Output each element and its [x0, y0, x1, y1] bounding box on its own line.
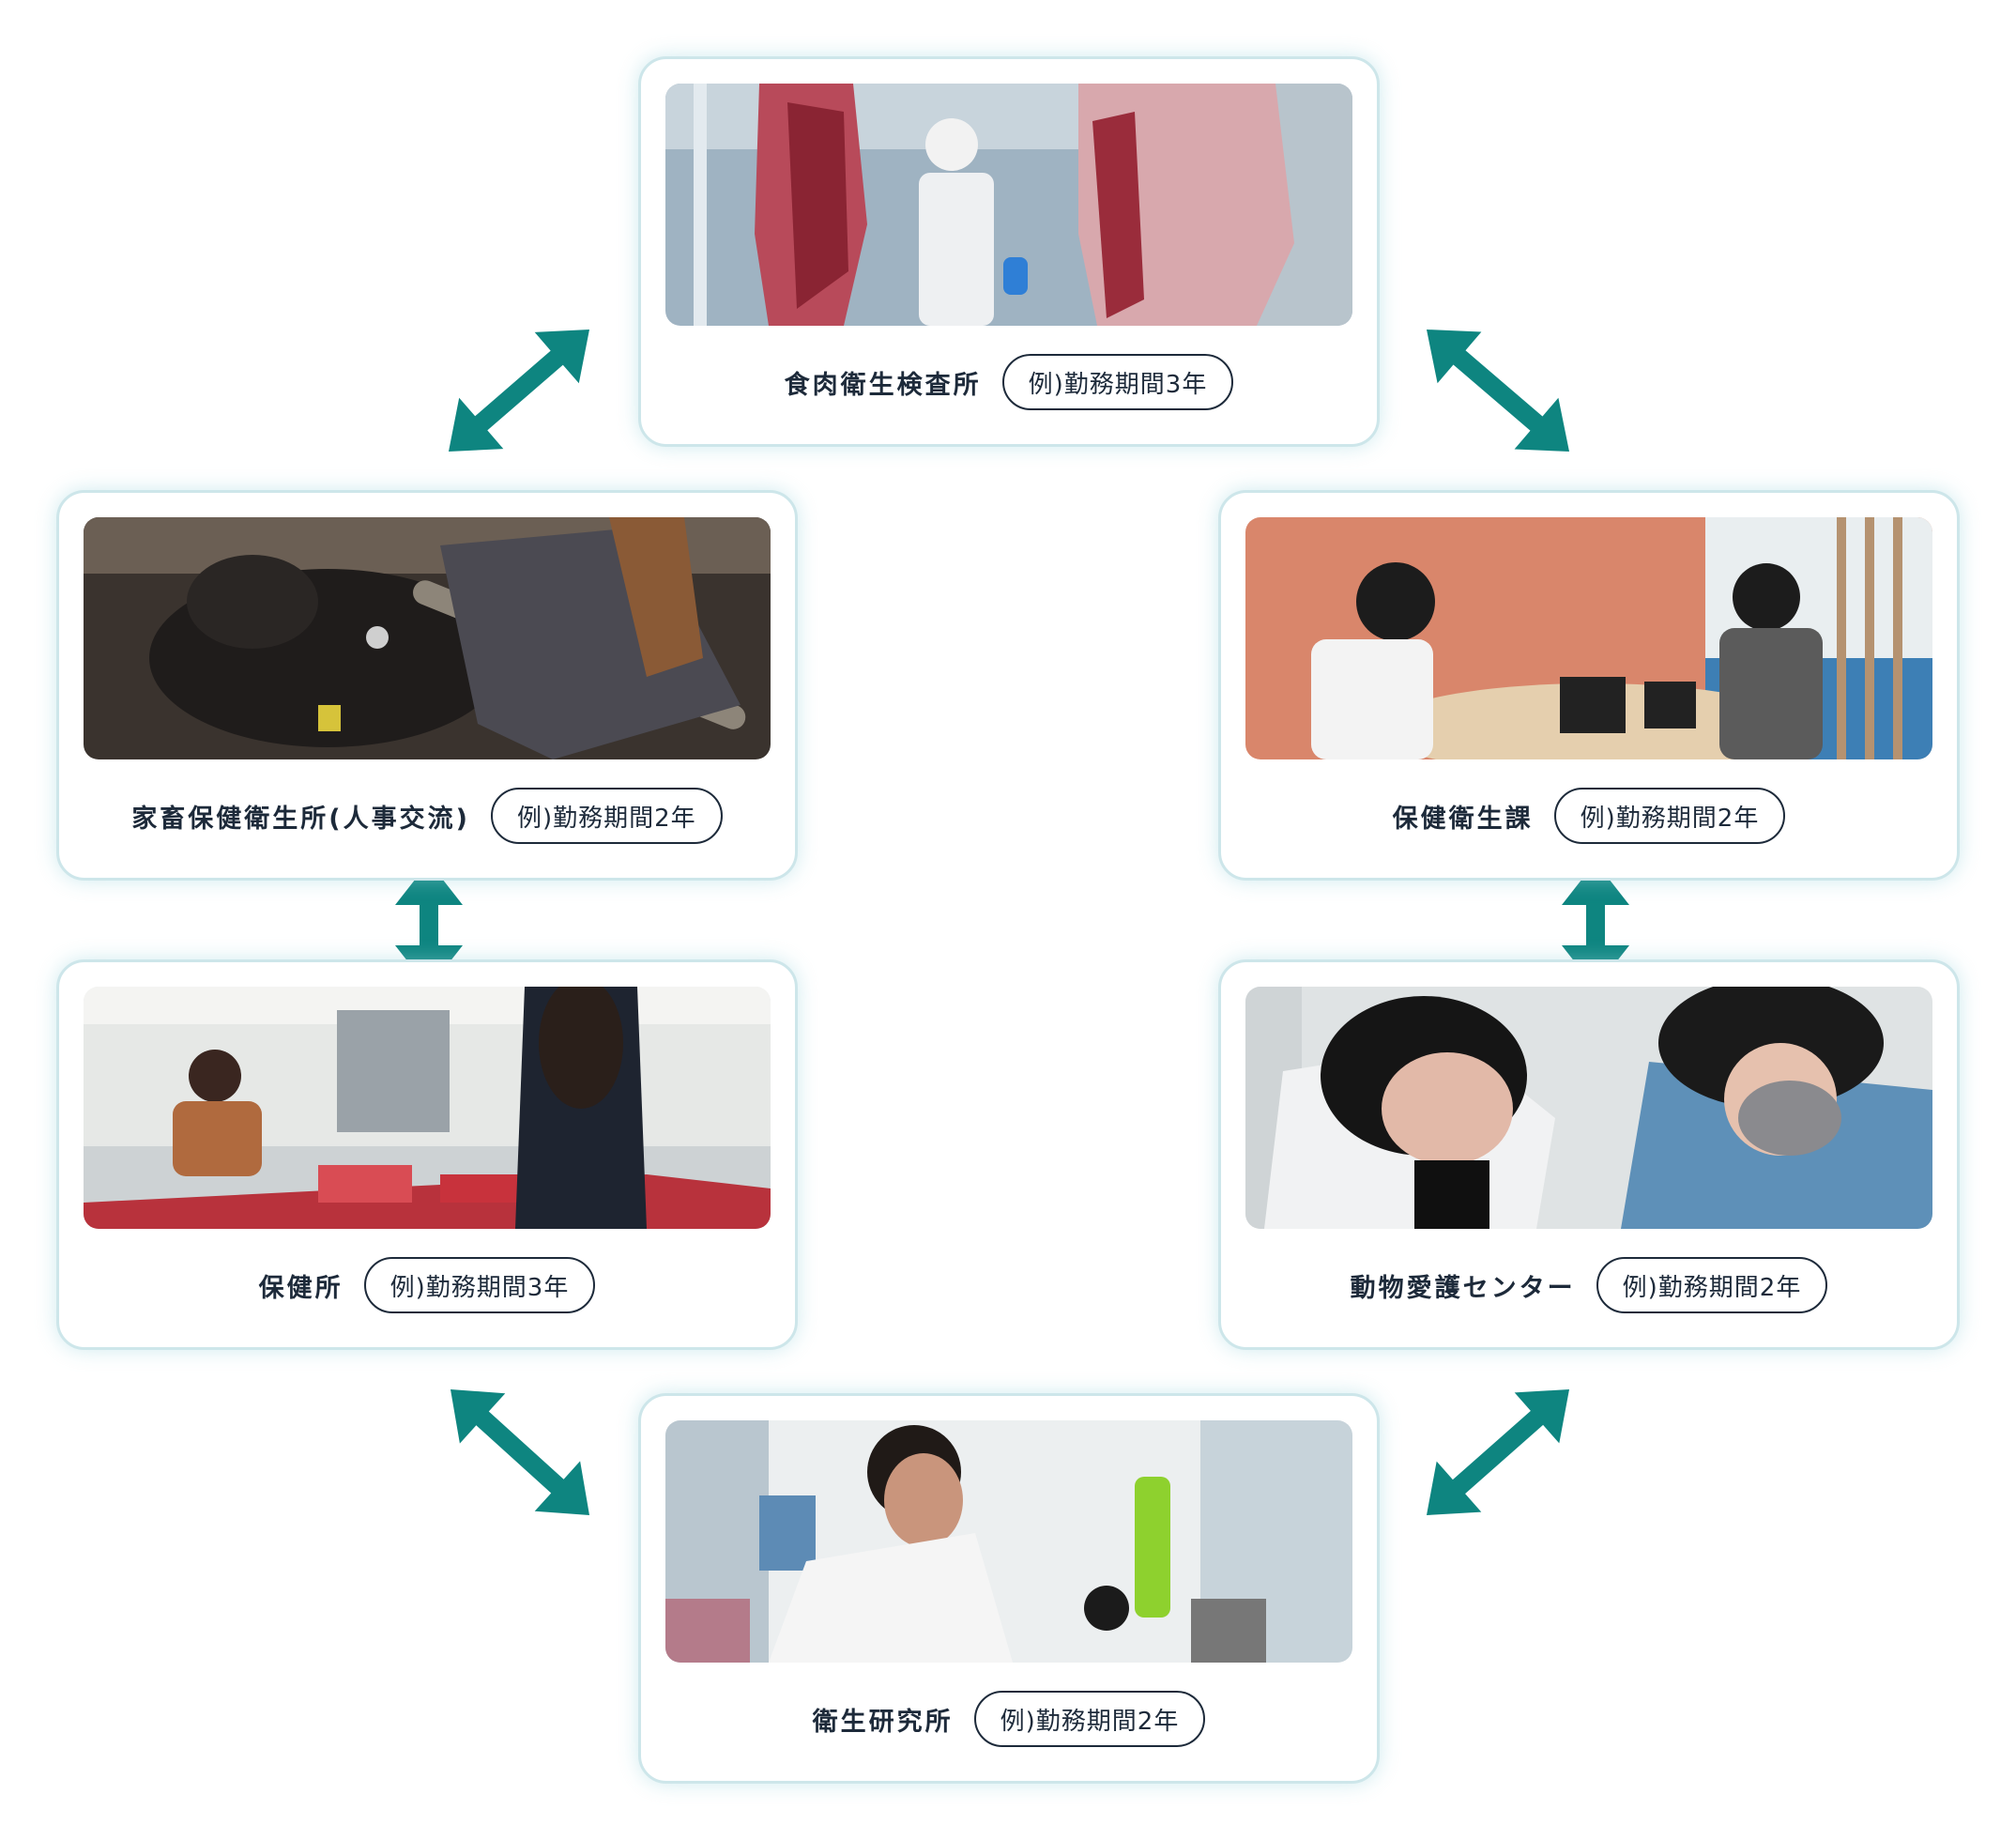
node-animal-protection: 動物愛護センター 例)勤務期間2年	[1218, 959, 1960, 1350]
hygiene-institute-badge: 例)勤務期間2年	[973, 1691, 1206, 1747]
livestock-hygiene-badge: 例)勤務期間2年	[491, 788, 723, 844]
meat-inspection-badge: 例)勤務期間3年	[1001, 354, 1234, 410]
hygiene-institute-photo	[665, 1420, 1352, 1663]
meat-inspection-photo	[665, 84, 1352, 326]
arrow-meat-livestock	[449, 330, 589, 452]
arrow-meat-division	[1427, 330, 1569, 452]
livestock-hygiene-label: 家畜保健衛生所(人事交流)	[131, 804, 470, 834]
arrow-center-institute	[451, 1389, 589, 1515]
health-center-label: 保健所	[258, 1273, 344, 1303]
node-health-hygiene-division: 保健衛生課 例)勤務期間2年	[1218, 490, 1960, 881]
node-meat-inspection: 食肉衛生検査所 例)勤務期間3年	[638, 56, 1380, 447]
animal-protection-photo	[1245, 987, 1932, 1229]
animal-protection-badge: 例)勤務期間2年	[1596, 1257, 1828, 1313]
health-hygiene-division-photo	[1245, 517, 1932, 759]
arrow-livestock-center	[395, 862, 463, 989]
node-livestock-hygiene: 家畜保健衛生所(人事交流) 例)勤務期間2年	[56, 490, 798, 881]
health-center-badge: 例)勤務期間3年	[363, 1257, 596, 1313]
meat-inspection-label: 食肉衛生検査所	[784, 370, 982, 400]
node-health-center: 保健所 例)勤務期間3年	[56, 959, 798, 1350]
health-center-photo	[84, 987, 771, 1229]
animal-protection-label: 動物愛護センター	[1350, 1273, 1576, 1303]
arrow-division-animal	[1562, 862, 1629, 989]
livestock-hygiene-photo	[84, 517, 771, 759]
arrow-animal-institute	[1427, 1389, 1569, 1515]
health-hygiene-division-badge: 例)勤務期間2年	[1553, 788, 1786, 844]
hygiene-institute-label: 衛生研究所	[812, 1707, 954, 1737]
health-hygiene-division-label: 保健衛生課	[1392, 804, 1534, 834]
node-hygiene-institute: 衛生研究所 例)勤務期間2年	[638, 1393, 1380, 1784]
